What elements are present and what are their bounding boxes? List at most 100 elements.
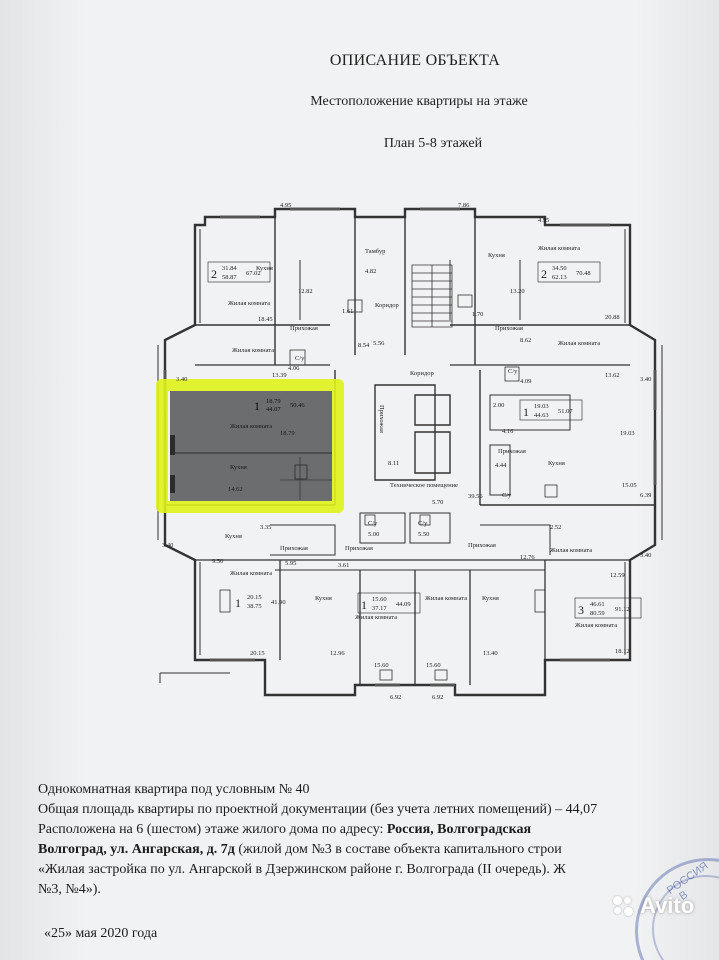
svg-text:34.50: 34.50	[552, 265, 567, 272]
plan-room-label: Жилая комната	[550, 547, 592, 554]
plan-area-label: 12.96	[330, 650, 345, 657]
plan-area-label: 19.03	[620, 430, 635, 437]
plan-area-label: 4.44	[495, 462, 507, 469]
svg-text:51.07: 51.07	[558, 408, 573, 415]
floor-plan: 4.95 7.86 4.95 Тамбур 4.82 Кухня Кухня Ж…	[156, 202, 663, 701]
plan-area-label: 14.62	[228, 486, 243, 493]
plan-area-label: 13.39	[272, 372, 287, 379]
apartment-tag: 1 18.79 44.07 50.46	[254, 398, 305, 413]
plan-area-label: 39.56	[468, 493, 483, 500]
plan-area-label: 5.95	[285, 560, 296, 567]
project-line: «Жилая застройка по ул. Ангарской в Дзер…	[38, 862, 566, 877]
apartment-tag: 3 46.61 80.59 91.12	[574, 597, 642, 619]
svg-text:46.61: 46.61	[590, 601, 605, 608]
plan-area-label: 15.05	[622, 482, 637, 489]
doc-subtitle: Местоположение квартиры на этаже	[310, 94, 528, 109]
plan-area-label: 13.62	[605, 372, 620, 379]
svg-text:50.46: 50.46	[290, 402, 305, 409]
svg-text:2: 2	[211, 267, 217, 281]
plan-room-label: Прихожая	[468, 542, 496, 549]
plan-area-label: 4.82	[365, 268, 376, 275]
svg-text:1: 1	[523, 405, 529, 419]
svg-text:3: 3	[578, 603, 584, 617]
plan-room-label: Коридор	[375, 302, 399, 309]
plan-area-label: 20.88	[605, 314, 620, 321]
svg-text:80.59: 80.59	[590, 610, 605, 617]
plan-room-label: Прихожая	[378, 405, 385, 433]
plan-room-label: Тамбур	[365, 248, 385, 255]
plan-room-label: С/у	[295, 355, 305, 362]
plan-area-label: 6.92	[390, 694, 401, 701]
plan-area-label: 6.92	[432, 694, 443, 701]
apartment-tag: 1 19.03 44.63 51.07	[519, 399, 583, 421]
plan-room-label: Жилая комната	[355, 614, 397, 621]
plan-area-label: 12.82	[298, 288, 313, 295]
plan-room-label: Техническое помещение	[390, 482, 458, 489]
plan-area-label: 8.54	[358, 342, 370, 349]
plan-room-label: Коридор	[410, 370, 434, 377]
plan-room-label: Кухня	[315, 595, 332, 602]
plan-area-label: 2.52	[550, 524, 561, 531]
plan-area-label: 3.40	[640, 552, 651, 559]
apartment-tag: 2 31.84 58.87 67.02	[207, 261, 271, 283]
plan-area-label: 18.79	[280, 430, 295, 437]
apartment-tag: 1 20.15 38.75 41.90	[235, 594, 286, 610]
location-line: Расположена на 6 (шестом) этаже жилого д…	[38, 822, 532, 837]
avito-watermark: Avito	[612, 893, 694, 919]
svg-text:38.75: 38.75	[247, 603, 262, 610]
svg-text:37.17: 37.17	[372, 605, 387, 612]
plan-area-label: 7.86	[458, 202, 470, 209]
plan-area-label: 4.95	[538, 217, 549, 224]
plan-room-label: Жилая комната	[230, 423, 272, 430]
plan-area-label: 3.40	[176, 376, 187, 383]
plan-room-label: Жилая комната	[538, 245, 580, 252]
plan-area-label: 20.15	[250, 650, 265, 657]
plan-area-label: 4.09	[520, 378, 531, 385]
plan-room-label: Прихожая	[280, 545, 308, 552]
plan-area-label: 4.95	[280, 202, 291, 209]
project-line-end: №3, №4»).	[38, 882, 101, 897]
svg-text:67.02: 67.02	[246, 270, 261, 277]
plan-area-label: 13.40	[483, 650, 498, 657]
plan-area-label: 12.59	[610, 572, 625, 579]
avito-logo-icon	[612, 895, 634, 917]
plan-room-label: Жилая комната	[230, 570, 272, 577]
svg-text:1: 1	[235, 596, 241, 610]
apartment-tag: 1 15.60 37.17 44.09	[357, 592, 421, 614]
plan-room-label: С/у	[418, 520, 428, 527]
plan-room-label: Жилая комната	[558, 340, 600, 347]
svg-text:58.87: 58.87	[222, 274, 237, 281]
plan-room-label: С/у	[508, 368, 518, 375]
doc-title: ОПИСАНИЕ ОБЪЕКТА	[329, 52, 501, 69]
plan-area-label: 4.16	[502, 428, 514, 435]
svg-text:19.03: 19.03	[534, 403, 549, 410]
avito-brand: Avito	[640, 893, 695, 918]
svg-text:1: 1	[361, 598, 367, 612]
plan-room-label: С/у	[368, 520, 378, 527]
svg-text:70.48: 70.48	[576, 270, 591, 277]
plan-area-label: 5.70	[432, 499, 443, 506]
plan-room-label: Жилая комната	[228, 300, 270, 307]
svg-text:91.12: 91.12	[615, 606, 630, 613]
plan-area-label: 18.45	[258, 316, 273, 323]
svg-text:15.60: 15.60	[372, 596, 387, 603]
plan-room-label: Жилая комната	[425, 595, 467, 602]
svg-text:44.07: 44.07	[266, 406, 281, 413]
plan-area-label: 8.62	[520, 337, 531, 344]
plan-room-label: Прихожая	[495, 325, 523, 332]
plan-area-label: 3.40	[640, 376, 651, 383]
plan-room-label: Кухня	[548, 460, 565, 467]
plan-area-label: 12.76	[520, 554, 535, 561]
svg-text:20.15: 20.15	[247, 594, 262, 601]
plan-area-label: 5.50	[418, 531, 429, 538]
plan-area-label: 4.06	[288, 365, 300, 372]
plan-area-label: 3.61	[338, 562, 349, 569]
svg-text:62.13: 62.13	[552, 274, 567, 281]
plan-area-label: 1.70	[472, 311, 483, 318]
plan-area-label: 5.00	[368, 531, 379, 538]
svg-text:18.79: 18.79	[266, 398, 281, 405]
plan-room-label: Прихожая	[498, 448, 526, 455]
plan-room-label: Кухня	[230, 464, 247, 471]
plan-room-label: Кухня	[256, 265, 273, 272]
plan-area-label: 6.39	[640, 492, 651, 499]
